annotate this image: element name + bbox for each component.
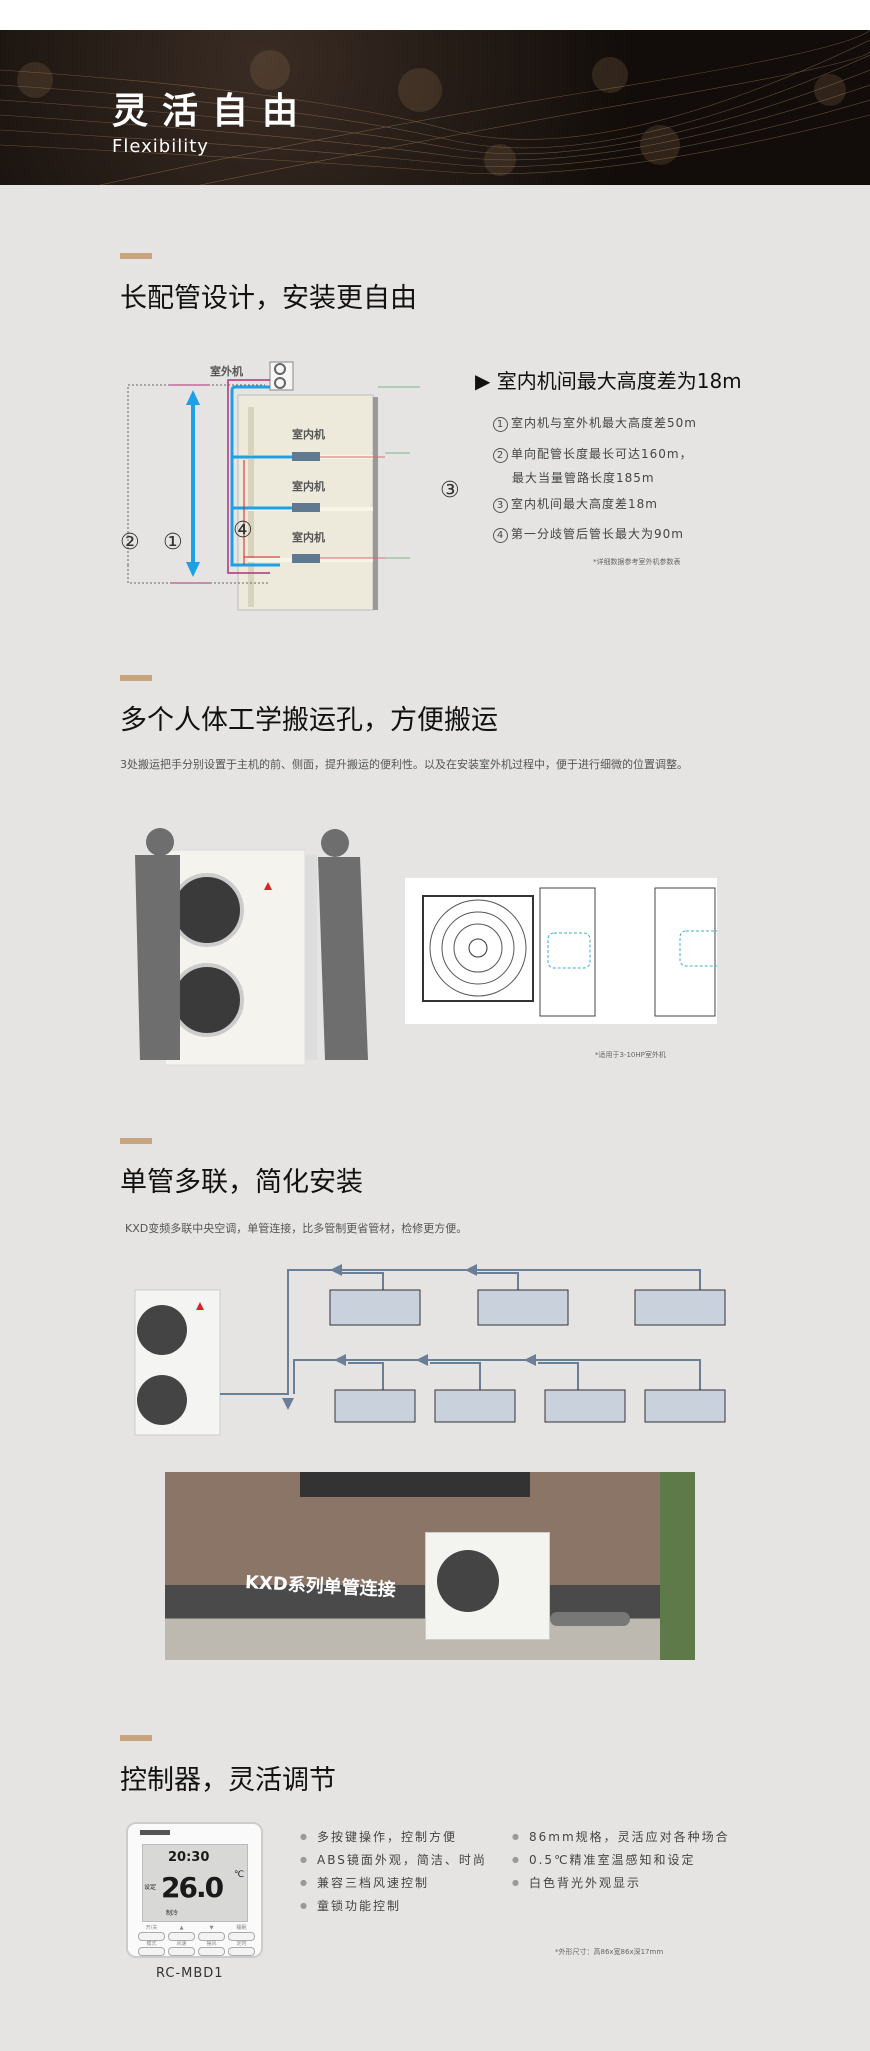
- single-pipe-connection-diagram: [134, 1264, 726, 1436]
- applicability-note: *适用于3-10HP室外机: [595, 1051, 666, 1059]
- feature-item: 多按键操作，控制方便: [300, 1828, 457, 1845]
- workers-carrying-unit-image: [135, 828, 368, 1066]
- height-difference-heading: ▶ 室内机间最大高度差为18m: [475, 369, 742, 393]
- feature-item: 白色背光外观显示: [512, 1874, 641, 1891]
- power-button: [138, 1932, 165, 1941]
- photo-caption: KXD系列单管连接: [244, 1572, 397, 1601]
- spec-text: 室内机间最大高度差18m: [511, 497, 658, 511]
- controller-set-label: 设定: [144, 1884, 157, 1891]
- section-description: 3处搬运把手分别设置于主机的前、侧面，提升搬运的便利性。以及在安装室外机过程中，…: [120, 758, 688, 771]
- outdoor-unit-label: 室外机: [210, 365, 243, 378]
- indoor-unit-label: 室内机: [292, 531, 325, 544]
- feature-item: 86mm规格，灵活应对各种场合: [512, 1828, 730, 1845]
- swing-button: [198, 1947, 225, 1956]
- controller-unit: ℃: [234, 1870, 245, 1880]
- accent-bar: [120, 1735, 152, 1741]
- timer-button: [228, 1947, 255, 1956]
- section-title-single-pipe: 单管多联，简化安装: [120, 1167, 363, 1198]
- brand-logo: [140, 1830, 170, 1835]
- controller-image: 20:30 设定 26.0 ℃ 制冷 开/关 ▲ ▼ 睡眠 模式 风速 摆风 定…: [126, 1822, 263, 1958]
- section-banner: [0, 30, 870, 185]
- accent-bar: [120, 253, 152, 259]
- marker-4: ④: [233, 518, 253, 543]
- indoor-unit-label: 室内机: [292, 480, 325, 493]
- feature-item: ABS镜面外观，简洁、时尚: [300, 1851, 487, 1868]
- marker-1: ①: [163, 530, 183, 555]
- kxd-install-photo: KXD系列单管连接: [165, 1472, 695, 1660]
- controller-button-label: 睡眠: [236, 1925, 247, 1931]
- mode-button: [138, 1947, 165, 1956]
- controller-button-label: ▲: [179, 1925, 184, 1931]
- controller-time: 20:30: [168, 1850, 210, 1865]
- indoor-unit-label: 室内机: [292, 428, 325, 441]
- controller-button-label: 模式: [146, 1941, 157, 1947]
- spec-text: 最大当量管路长度185m: [512, 471, 655, 485]
- spec-text: 单向配管长度最长可达160m，: [511, 447, 693, 461]
- section-title-handles: 多个人体工学搬运孔，方便搬运: [120, 705, 498, 736]
- spec-text: 第一分歧管后管长最大为90m: [511, 527, 684, 541]
- accent-bar: [120, 675, 152, 681]
- controller-temperature: 26.0: [161, 1871, 224, 1904]
- dimension-note: *外形尺寸：高86x宽86x深17mm: [555, 1948, 664, 1956]
- accent-bar: [120, 1138, 152, 1144]
- controller-button-label: 风速: [176, 1941, 187, 1947]
- controller-display: [142, 1844, 248, 1922]
- controller-button-label: ▼: [209, 1925, 214, 1931]
- top-margin: [0, 0, 870, 30]
- banner-wave-decoration: [0, 30, 870, 185]
- up-button: [168, 1932, 195, 1941]
- fan-speed-button: [168, 1947, 195, 1956]
- down-button: [198, 1932, 225, 1941]
- piping-height-diagram: [127, 361, 420, 611]
- sleep-button: [228, 1932, 255, 1941]
- handle-location-drawing: [405, 878, 717, 1024]
- spec-number: 4: [493, 528, 508, 543]
- spec-text: 室内机与室外机最大高度差50m: [511, 416, 697, 430]
- banner-title: 灵活自由: [112, 91, 313, 132]
- feature-item: 0.5℃精准室温感知和设定: [512, 1851, 696, 1868]
- spec-number: 2: [493, 448, 508, 463]
- section-title-controller: 控制器，灵活调节: [120, 1765, 336, 1796]
- marker-3: ③: [440, 478, 460, 503]
- spec-note: *详细数据参考室外机参数表: [593, 558, 681, 566]
- marker-2: ②: [120, 530, 140, 555]
- section-description: KXD变频多联中央空调，单管连接，比多管制更省管材，检修更方便。: [125, 1222, 468, 1235]
- controller-button-label: 定时: [236, 1941, 247, 1947]
- spec-number: 3: [493, 498, 508, 513]
- controller-mode: 制冷: [166, 1910, 179, 1917]
- controller-button-label: 开/关: [145, 1925, 158, 1931]
- section-title-long-piping: 长配管设计，安装更自由: [120, 283, 417, 314]
- spec-number: 1: [493, 417, 508, 432]
- feature-item: 兼容三档风速控制: [300, 1874, 429, 1891]
- feature-item: 童锁功能控制: [300, 1897, 401, 1914]
- controller-model: RC-MBD1: [156, 1966, 224, 1981]
- controller-button-label: 摆风: [206, 1941, 217, 1947]
- banner-subtitle: Flexibility: [112, 136, 209, 157]
